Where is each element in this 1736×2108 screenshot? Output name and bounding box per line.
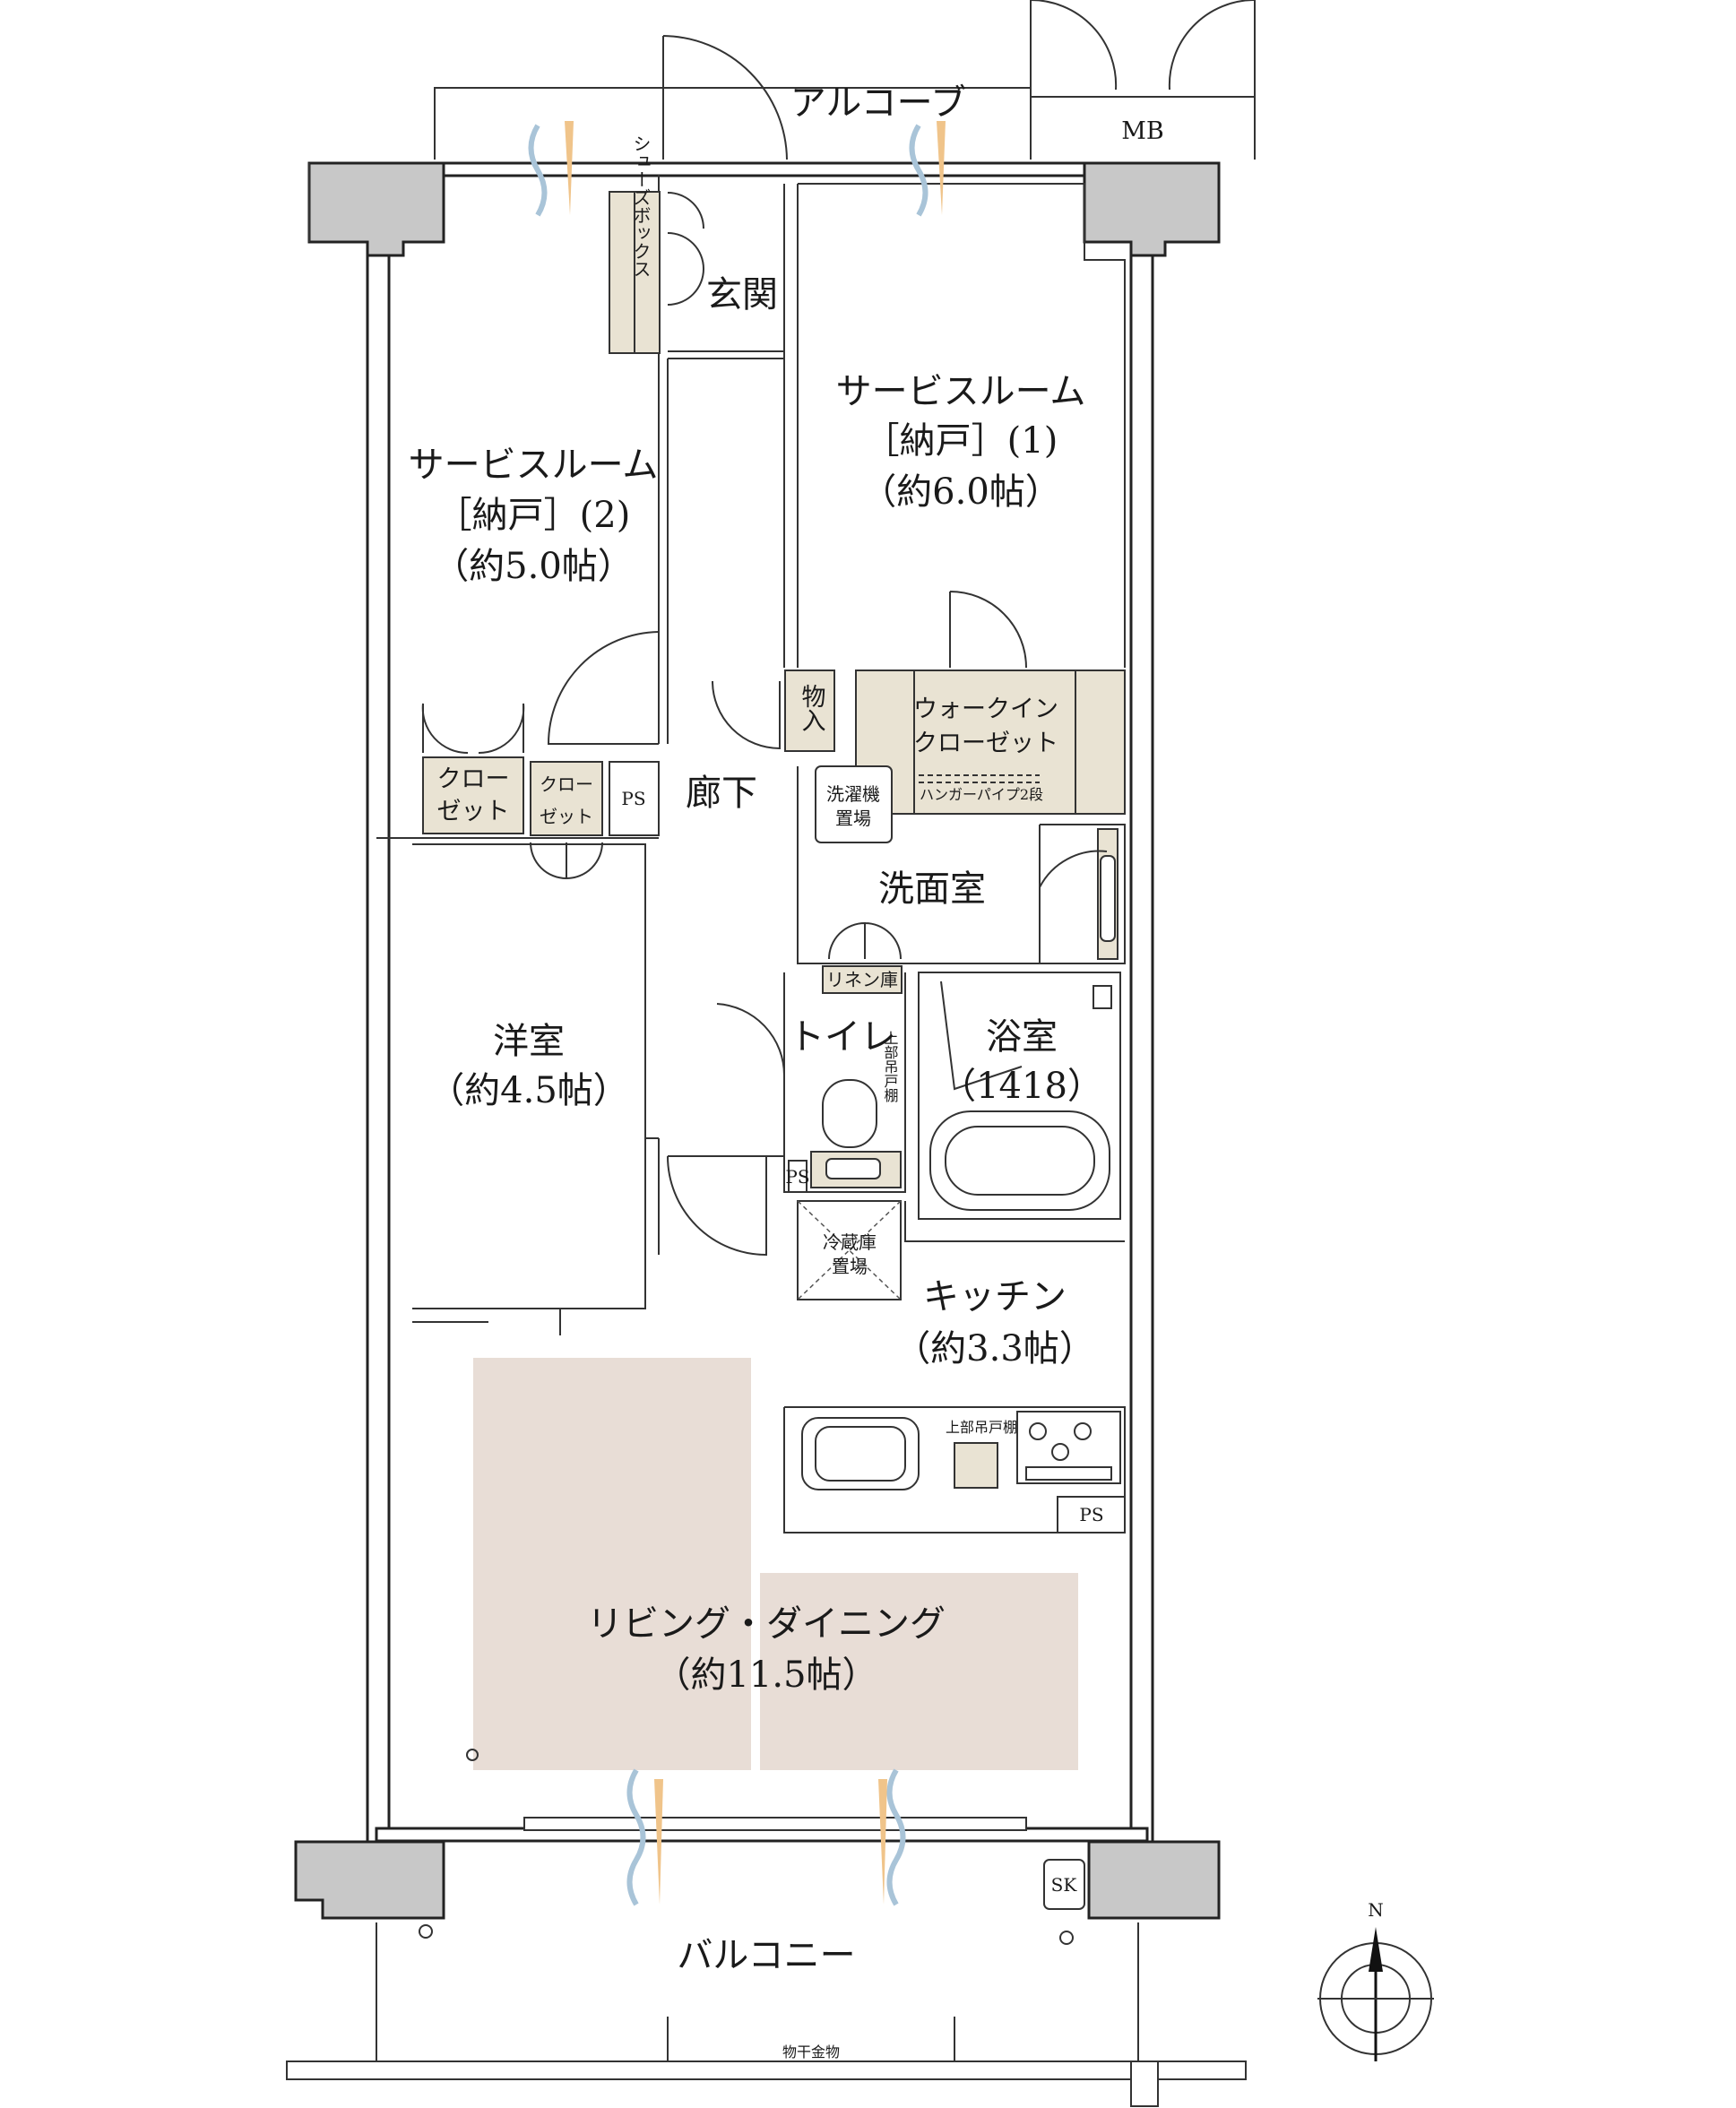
toilet-bowl xyxy=(822,1079,877,1148)
fridge-line1: 冷蔵庫 xyxy=(823,1231,877,1253)
partitions xyxy=(376,175,1126,1831)
column-bottom-right xyxy=(1087,1840,1221,1920)
washer-space xyxy=(815,765,893,843)
entrance-label: 玄関 xyxy=(706,274,778,315)
ld-floor-1 xyxy=(473,1358,751,1770)
storage-closet xyxy=(784,670,835,752)
ps-label-1: PS xyxy=(621,788,645,809)
storage-label: 物入 xyxy=(798,684,826,732)
shoe-box-label: シューズボックス xyxy=(630,134,652,278)
drying-hardware-label: 物干金物 xyxy=(782,2043,840,2060)
labels: アルコーブ MB シューズボックス 玄関 サービスルーム ［納戸］(1) （約6… xyxy=(409,82,1384,2060)
toilet-label: トイレ xyxy=(789,1016,896,1058)
service-room-2-line1: サービスルーム xyxy=(409,445,659,486)
balcony-area xyxy=(286,1859,1247,2107)
western-room-line1: 洋室 xyxy=(493,1021,565,1062)
mb-label: MB xyxy=(1121,117,1164,145)
living-dining-line1: リビング・ダイニング xyxy=(587,1603,946,1645)
living-dining-line2: （約11.5帖） xyxy=(654,1654,877,1696)
service-room-1-line1: サービスルーム xyxy=(836,371,1086,412)
bath-line1: 浴室 xyxy=(986,1016,1058,1058)
linen-label: リネン庫 xyxy=(826,969,898,990)
column-bottom-left xyxy=(294,1840,445,1920)
kitchen-line2: （約3.3帖） xyxy=(894,1328,1095,1369)
closet-right xyxy=(530,761,603,836)
service-room-1-line2: ［納戸］(1) xyxy=(864,420,1058,462)
closet-left xyxy=(422,756,524,834)
sk-label: SK xyxy=(1051,1874,1078,1896)
vent-icons xyxy=(528,121,946,1906)
linen-closet xyxy=(822,965,903,994)
closet-right-line1: クロー xyxy=(540,773,593,795)
column-top-right xyxy=(1083,161,1221,257)
ld-floor-2 xyxy=(760,1573,1078,1770)
service-room-2-line3: （約5.0帖） xyxy=(433,546,634,587)
ps-kitchen xyxy=(1057,1496,1126,1533)
alcove-area xyxy=(434,0,1256,160)
walk-in-closet xyxy=(855,670,1126,815)
service-room-2-line2: ［納戸］(2) xyxy=(436,495,631,536)
column-top-left xyxy=(307,161,445,257)
ps-label-3: PS xyxy=(1079,1504,1103,1525)
closet-left-line1: クロー xyxy=(437,765,510,793)
north-label: N xyxy=(1368,1899,1384,1921)
sk-sink xyxy=(1043,1859,1085,1910)
corridor-label: 廊下 xyxy=(686,773,757,814)
north-arrow xyxy=(1317,1927,1434,2061)
service-room-1-line3: （約6.0帖） xyxy=(860,471,1061,513)
washer-space-line2: 置場 xyxy=(835,808,871,829)
alcove-label: アルコーブ xyxy=(790,82,966,124)
ps-label-2: PS xyxy=(785,1166,809,1188)
closet-left-line2: ゼット xyxy=(437,798,510,825)
western-room-line2: （約4.5帖） xyxy=(428,1070,629,1111)
fridge-space xyxy=(797,1200,902,1300)
fridge-line2: 置場 xyxy=(832,1256,868,1277)
bath-line2: （1418） xyxy=(940,1066,1103,1107)
upper-cabinet-label: 上部吊戸棚 xyxy=(946,1419,1017,1436)
hanger-pipe-label: ハンガーパイプ2段 xyxy=(920,786,1043,803)
kitchen-line1: キッチン xyxy=(923,1276,1067,1318)
upper-cabinet-vertical-label: 上部吊戸棚 xyxy=(882,1031,899,1103)
washer-space-line1: 洗濯機 xyxy=(826,783,880,805)
closet-right-line2: ゼット xyxy=(540,806,593,827)
balcony-label: バルコニー xyxy=(677,1935,855,1976)
washroom-label: 洗面室 xyxy=(878,868,986,910)
walk-in-closet-line1: ウォークイン xyxy=(913,695,1058,723)
walk-in-closet-line2: クローゼット xyxy=(913,730,1058,757)
